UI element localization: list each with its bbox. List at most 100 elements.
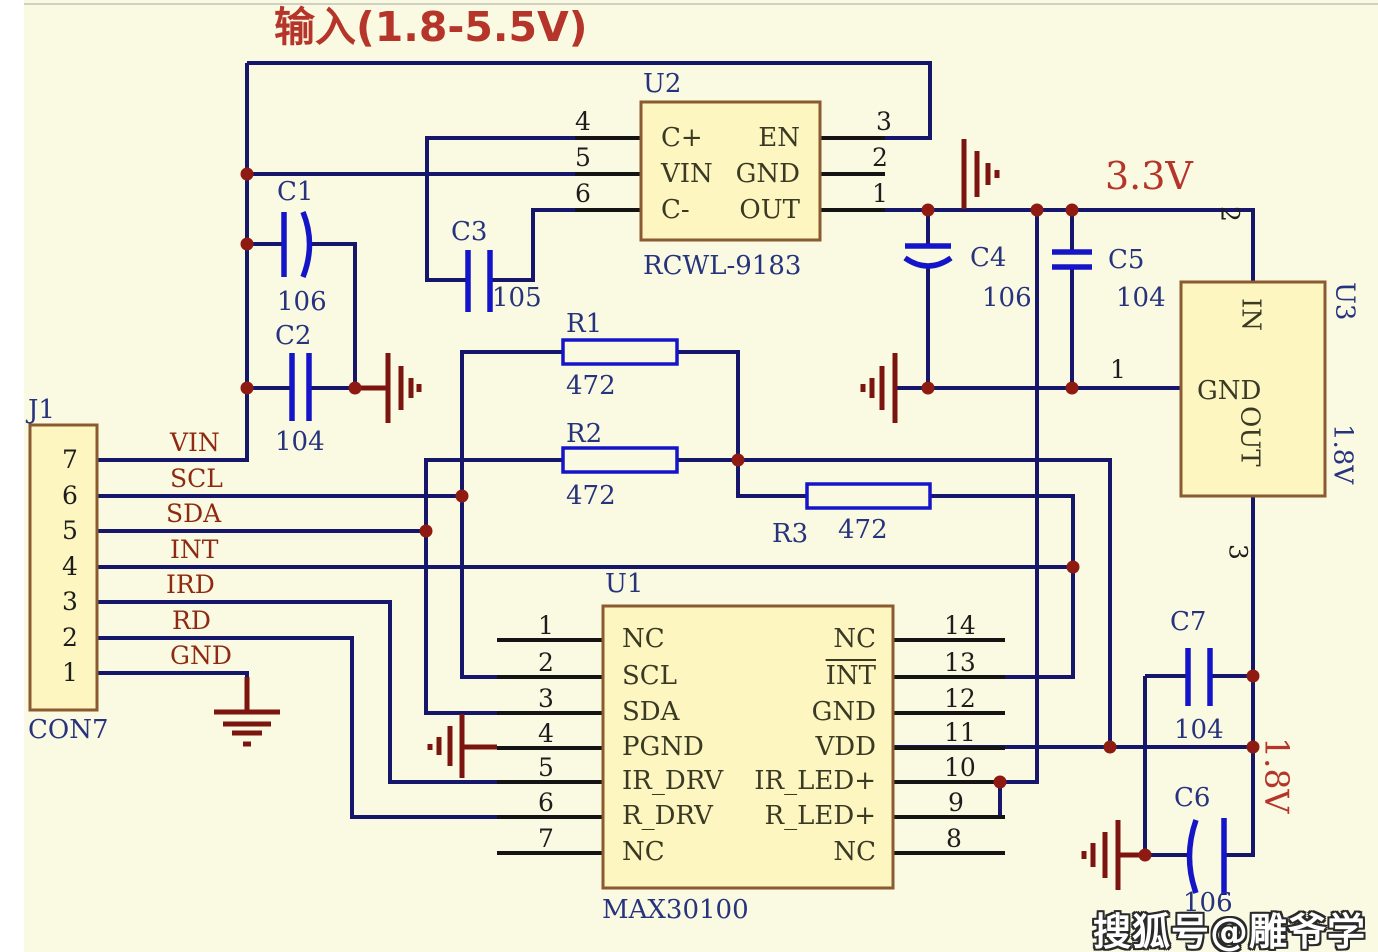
u1-pin-gnd: GND <box>811 697 876 727</box>
j1-pin1-num: 1 <box>62 658 78 687</box>
wire-scl-pullup <box>460 350 563 679</box>
net-label-scl: SCL <box>170 464 223 493</box>
net-label-1v8: 1.8V <box>1257 737 1297 814</box>
u2-pin2-num: 2 <box>872 143 888 172</box>
r2-ref: R2 <box>566 419 603 449</box>
u2-pin5-num: 5 <box>575 143 591 172</box>
c1-ref: C1 <box>277 177 314 207</box>
u1-pin-nc8: NC <box>833 837 876 867</box>
u1-pin-nc14: NC <box>833 624 876 654</box>
u1-part: MAX30100 <box>602 895 749 925</box>
u1-pin9-num: 9 <box>948 788 964 817</box>
ground-c6 <box>1081 820 1145 890</box>
u1-ref: U1 <box>605 569 644 599</box>
u3-pin1-num: 1 <box>1110 355 1126 384</box>
u1-pin5-num: 5 <box>538 753 554 782</box>
j1-pin2-num: 2 <box>62 623 78 652</box>
wire-3v3-rail <box>820 208 1255 282</box>
c3-symbol <box>465 250 493 312</box>
r1-symbol <box>561 338 679 366</box>
u1-pin-irdrv: IR_DRV <box>622 766 724 796</box>
c4-ref: C4 <box>970 243 1007 273</box>
net-label-ird: IRD <box>166 570 215 599</box>
c6-ref: C6 <box>1174 783 1211 813</box>
net-label-int: INT <box>170 535 219 564</box>
u3-pin2-num: 2 <box>1215 206 1245 222</box>
net-label-3v3: 3.3V <box>1105 154 1193 198</box>
u1-pin12-num: 12 <box>944 684 976 713</box>
u2-pin-vin: VIN <box>661 159 713 189</box>
wires <box>97 61 1255 857</box>
net-label-vin: VIN <box>170 428 220 457</box>
c1-symbol <box>281 210 313 279</box>
c3-value: 105 <box>492 283 542 313</box>
u1-pin10-num: 10 <box>944 753 976 782</box>
net-label-rd: RD <box>172 606 211 635</box>
j1-pin4-num: 4 <box>62 552 78 581</box>
u1-pin-scl: SCL <box>622 661 677 691</box>
u1-pin-irled: IR_LED+ <box>754 766 876 796</box>
r2-symbol <box>561 446 679 474</box>
c2-value: 104 <box>275 427 325 457</box>
u2-body <box>639 100 822 242</box>
u1-pin1-num: 1 <box>538 611 554 640</box>
u2-pin-gnd: GND <box>735 159 800 189</box>
c5-ref: C5 <box>1108 245 1145 275</box>
wire-cplus <box>425 136 641 282</box>
junction-dots <box>240 167 1260 862</box>
u1-pin14-num: 14 <box>944 611 976 640</box>
c7-value: 104 <box>1174 715 1224 745</box>
net-label-gnd: GND <box>170 641 232 670</box>
u3-pin-in: IN <box>1235 298 1266 332</box>
c5-value: 104 <box>1116 283 1166 313</box>
u1-pin-nc7: NC <box>622 837 665 867</box>
u1-pin6-num: 6 <box>538 788 554 817</box>
u1-pin-sda: SDA <box>622 697 680 727</box>
c4-value: 106 <box>982 283 1032 313</box>
wire-pullup-feed <box>738 458 1112 747</box>
u1-pin13-num: 13 <box>944 648 976 677</box>
u2-pin6-num: 6 <box>575 179 591 208</box>
u1-pin2-num: 2 <box>538 648 554 677</box>
j1-pin5-num: 5 <box>62 516 78 545</box>
c7-symbol <box>1185 648 1213 706</box>
u1-pin3-num: 3 <box>538 684 554 713</box>
u2-pin-cplus: C+ <box>661 123 703 153</box>
u1-pin7-num: 7 <box>538 824 554 853</box>
wire-r3-left <box>736 460 807 498</box>
r1-ref: R1 <box>566 309 603 339</box>
ground-pgnd <box>427 714 497 778</box>
wire-r1-right <box>677 350 740 460</box>
c2-ref: C2 <box>275 321 312 351</box>
pin-stubs <box>497 136 1005 855</box>
wire-c1-right <box>308 242 357 388</box>
wire-rd <box>97 636 497 819</box>
c6-value: 106 <box>1183 888 1233 918</box>
u2-pin3-num: 3 <box>876 107 892 136</box>
r3-symbol <box>805 482 932 510</box>
r1-value: 472 <box>566 371 616 401</box>
c1-value: 106 <box>277 287 327 317</box>
u2-pin-out: OUT <box>739 195 800 225</box>
schematic-title: 输入(1.8-5.5V) <box>274 3 588 51</box>
wire-r3-int <box>893 494 1075 679</box>
u3-pin-out: OUT <box>1234 406 1265 467</box>
c6-symbol <box>1186 818 1227 895</box>
c4-symbol <box>903 243 953 269</box>
wire-ird <box>97 600 497 784</box>
wire-1v8-vertical <box>1224 496 1255 857</box>
r2-value: 472 <box>566 481 616 511</box>
j1-pin7-num: 7 <box>62 445 78 474</box>
j1-pin3-num: 3 <box>62 587 78 616</box>
u3-body <box>1179 280 1327 498</box>
u2-pin-cminus: C- <box>661 195 690 225</box>
c2-symbol <box>289 353 312 421</box>
u1-pin-nc1: NC <box>622 624 665 654</box>
u1-pin4-num: 4 <box>538 719 554 748</box>
wire-led-supply <box>1000 210 1039 784</box>
u2-part: RCWL-9183 <box>643 251 802 281</box>
watermark: 搜狐号@雕爷学编程 <box>1093 910 1367 952</box>
j1-ref: J1 <box>28 395 55 425</box>
